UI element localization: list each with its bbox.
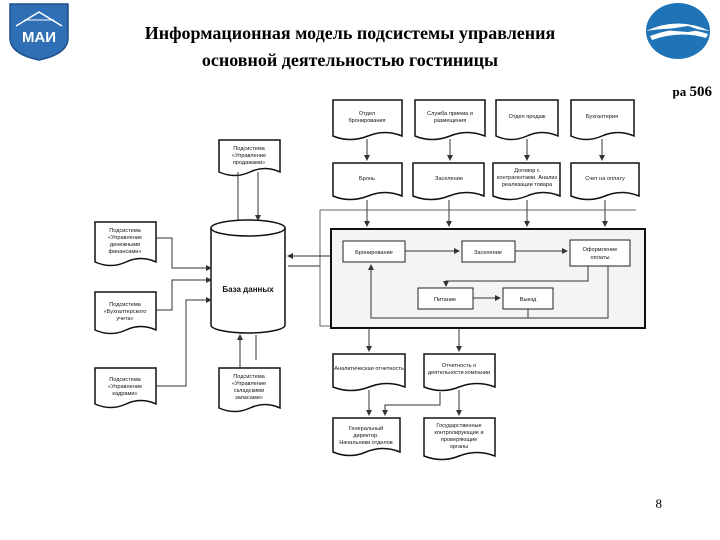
department-code: 506: [689, 84, 713, 100]
doc-checkin-label: Заселение: [435, 176, 463, 182]
report-company-label-2: деятельности компании: [428, 370, 490, 376]
subsystem-accounting-label-3: учета»: [116, 316, 133, 322]
subsystem-finance: Подсистема «Управление денежными финанса…: [94, 221, 157, 267]
doc-contracts-label-3: реализации товара: [502, 182, 553, 188]
doc-contracts: Договор с контрагентами. Анализ реализац…: [492, 162, 561, 201]
subsystem-hr-label-2: «Управление: [108, 384, 142, 390]
database-label: База данных: [222, 285, 274, 294]
subsystem-sales-label-3: продажами»: [233, 160, 265, 166]
title-line-2: основной деятельностью гостиницы: [201, 50, 499, 70]
aviation-emblem-icon: [646, 3, 710, 59]
subsystem-accounting-label-1: Подсистема: [109, 302, 141, 308]
subsystem-warehouse-label-3: складскими: [234, 388, 264, 394]
subsystem-hr: Подсистема «Управление кадрами»: [94, 367, 157, 409]
dept-booking: Отдел бронирования: [332, 99, 403, 141]
subsystem-hr-label-1: Подсистема: [109, 377, 141, 383]
doc-reservation-label: Бронь: [359, 176, 375, 182]
recipient-government-label-3: проверяющие: [441, 437, 477, 443]
recipient-government-label-4: органы: [450, 444, 468, 450]
dept-sales: Отдел продаж: [495, 99, 559, 141]
subsystem-warehouse: Подсистема «Управление складскими запаса…: [218, 367, 281, 413]
process-living-label: Питание: [434, 297, 456, 303]
subsystem-finance-label-3: денежными: [110, 242, 140, 248]
report-company: Отчетность о деятельности компании: [423, 353, 496, 392]
doc-contracts-label-1: Договор с: [514, 168, 540, 174]
process-checkin-label: Заселение: [474, 250, 502, 256]
report-analytics: Аналитическая отчетность: [332, 353, 406, 392]
subsystem-hr-label-3: кадрами»: [112, 391, 137, 397]
recipient-government: Государственные контролирующие и проверя…: [423, 417, 496, 461]
dept-reception: Служба приема и размещения: [414, 99, 486, 141]
subsystem-finance-label-1: Подсистема: [109, 228, 141, 234]
dept-sales-label-1: Отдел продаж: [509, 114, 546, 120]
database-cylinder: База данных: [210, 219, 286, 334]
recipient-management-label-2: директор.: [353, 433, 379, 439]
dept-accounting: Бухгалтерия: [570, 99, 635, 141]
title-line-1: Информационная модель подсистемы управле…: [144, 23, 556, 43]
process-payment-label-1: Оформление: [583, 247, 618, 253]
report-analytics-label: Аналитическая отчетность: [334, 366, 404, 372]
process-payment-label-2: оплаты: [591, 255, 610, 261]
process-payment: Оформление оплаты: [569, 239, 631, 267]
department-label: ра 506: [673, 84, 712, 101]
process-checkout: Выезд: [502, 287, 554, 310]
report-company-label-1: Отчетность о: [442, 363, 476, 369]
subsystem-finance-label-2: «Управление: [108, 235, 142, 241]
subsystem-accounting: Подсистема «Бухгалтерского учета»: [94, 291, 157, 335]
recipient-government-label-2: контролирующие и: [434, 430, 483, 436]
subsystem-accounting-label-2: «Бухгалтерского: [104, 309, 147, 315]
process-living: Питание: [417, 287, 474, 310]
subsystem-warehouse-label-4: запасами»: [235, 395, 263, 401]
doc-invoice-label: Счет на оплату: [585, 176, 625, 182]
doc-contracts-label-2: контрагентами. Анализ: [497, 175, 558, 181]
mai-logo-text: МАИ: [22, 29, 56, 46]
page-number: 8: [655, 496, 663, 511]
dept-reception-label-2: размещения: [434, 118, 467, 124]
subsystem-finance-label-4: финансами»: [108, 249, 141, 255]
dept-booking-label-1: Отдел: [359, 111, 375, 117]
recipient-government-label-1: Государственные: [436, 423, 481, 429]
recipient-management-label-1: Генеральный: [349, 425, 384, 432]
subsystem-sales-label-2: «Управление: [232, 153, 266, 159]
process-booking: Бронирование: [342, 240, 406, 263]
subsystem-warehouse-label-2: «Управление: [232, 381, 266, 387]
process-checkin: Заселение: [461, 240, 516, 263]
dept-booking-label-2: бронирования: [348, 118, 385, 124]
process-checkout-label: Выезд: [520, 297, 537, 303]
dept-reception-label-1: Служба приема и: [427, 111, 473, 117]
doc-invoice: Счет на оплату: [570, 162, 640, 201]
department-prefix: ра: [672, 84, 690, 99]
recipient-management: Генеральный директор. Начальники отделов: [332, 417, 401, 457]
process-booking-label: Бронирование: [355, 250, 393, 256]
doc-checkin: Заселение: [412, 162, 485, 201]
page-title: Информационная модель подсистемы управле…: [110, 20, 590, 74]
subsystem-sales: Подсистема «Управление продажами»: [218, 139, 281, 177]
doc-reservation: Бронь: [332, 162, 403, 201]
subsystem-warehouse-label-1: Подсистема: [233, 374, 265, 380]
subsystem-sales-label-1: Подсистема: [233, 146, 265, 152]
recipient-management-label-3: Начальники отделов: [339, 440, 393, 446]
dept-accounting-label-1: Бухгалтерия: [586, 114, 618, 120]
mai-logo: МАИ: [9, 3, 69, 61]
